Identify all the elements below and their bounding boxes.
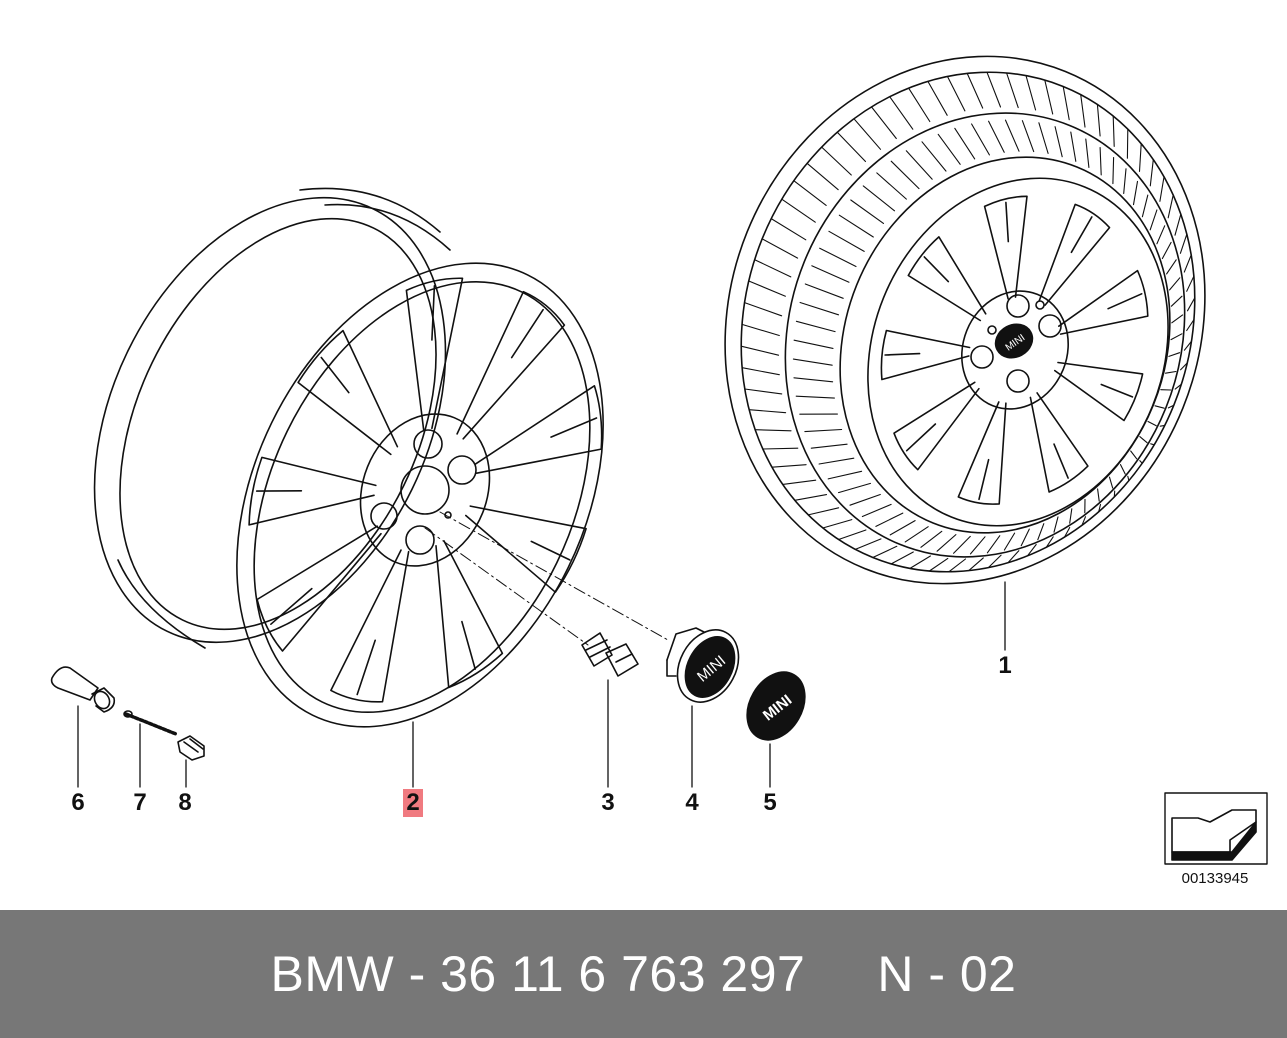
callout-2[interactable]: 2: [403, 789, 423, 817]
callout-5[interactable]: 5: [763, 789, 777, 816]
leader-lines: [77, 581, 1006, 788]
footer-bar: BMW - 36 11 6 763 297 N - 02: [0, 910, 1287, 1038]
emblem-part-5: [746, 671, 806, 741]
callout-3[interactable]: 3: [601, 789, 615, 816]
orientation-arrow-box: [1164, 792, 1268, 865]
callout-4[interactable]: 4: [685, 789, 699, 816]
wheel-diagram-drawing: MINI MINI MINI: [50, 55, 1268, 865]
callout-1[interactable]: 1: [998, 652, 1012, 679]
wheel-tire-part-1: [724, 55, 1206, 585]
valve-cap-part-8: [177, 735, 205, 761]
valve-part-6: [50, 666, 116, 713]
parts-diagram: MINI MINI MINI 1 2 3 4 5 6 7 8 00133945: [50, 55, 1268, 887]
part-number: BMW - 36 11 6 763 297: [270, 946, 806, 1002]
wheel-center-cap: [994, 323, 1034, 359]
valve-core-part-7: [123, 710, 178, 736]
callout-8[interactable]: 8: [178, 789, 192, 816]
part-number-caption: BMW - 36 11 6 763 297 N - 02: [270, 945, 1016, 1003]
callout-6[interactable]: 6: [71, 789, 85, 816]
callout-7[interactable]: 7: [133, 789, 147, 816]
rim-part-2: [93, 187, 604, 728]
assembly-lines: [424, 511, 669, 646]
variant-code: N - 02: [877, 946, 1017, 1002]
hub-cap-part-4: [666, 627, 740, 703]
diagram-number: 00133945: [1181, 870, 1249, 887]
wheel-bolt-part-3: [581, 632, 639, 677]
